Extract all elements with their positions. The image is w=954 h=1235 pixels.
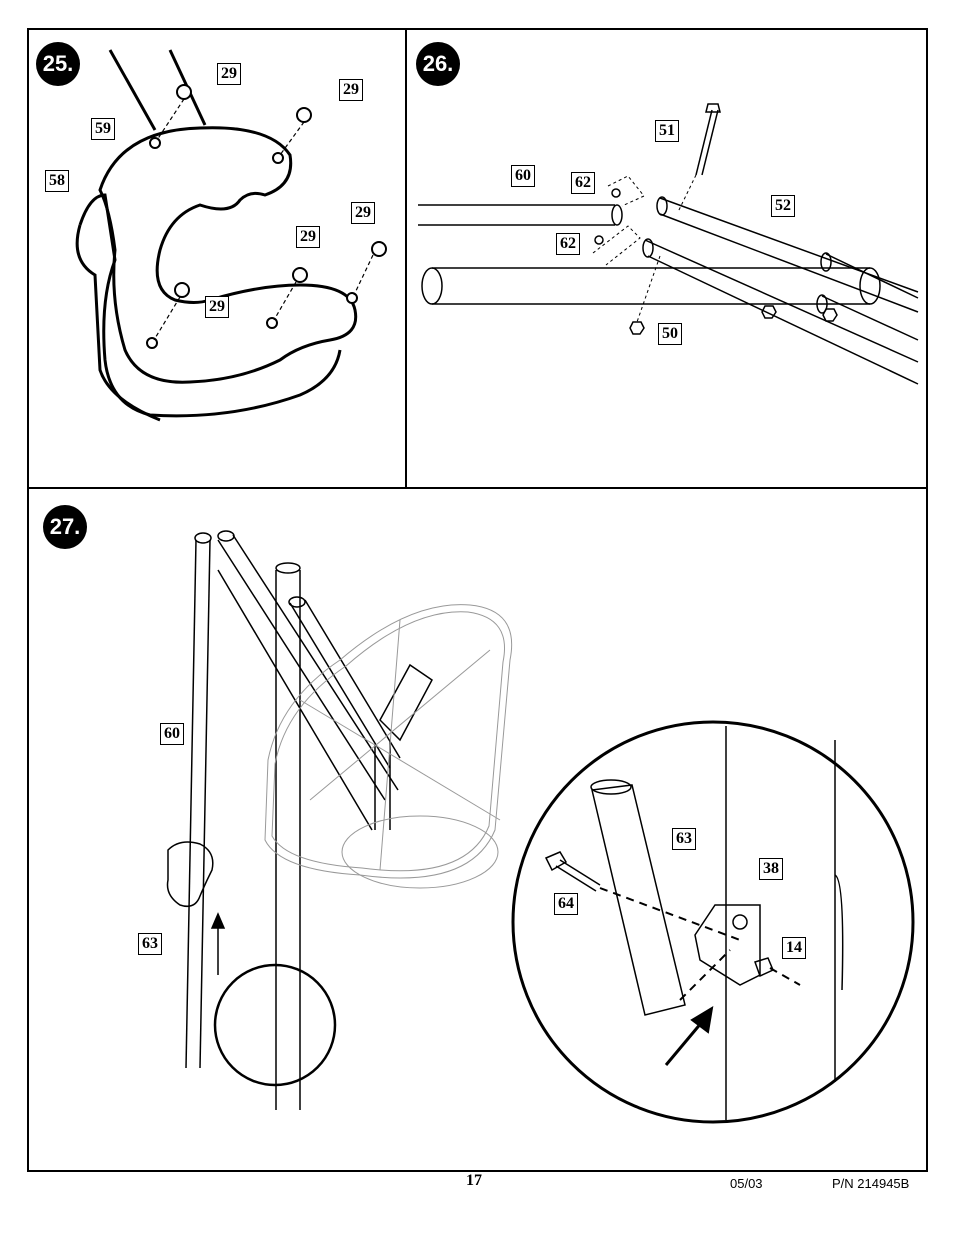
part-label: 59 [91, 118, 115, 140]
part-label: 51 [655, 120, 679, 142]
step-27-backboard [264, 604, 513, 889]
step-26-panel [405, 28, 928, 489]
step-25-dashes [153, 98, 374, 341]
part-label: 63 [138, 933, 162, 955]
part-label: 58 [45, 170, 69, 192]
part-label: 29 [351, 202, 375, 224]
part-label: 38 [759, 858, 783, 880]
step-number-25: 25. [36, 42, 80, 86]
part-label: 29 [205, 296, 229, 318]
part-label: 62 [571, 172, 595, 194]
part-label: 29 [339, 79, 363, 101]
step-25-screws [146, 84, 387, 349]
revision-date: 05/03 [730, 1176, 763, 1191]
part-label: 62 [556, 233, 580, 255]
step-27-drawing [166, 530, 433, 1110]
step-27-detail-dashes [599, 887, 801, 1001]
step-26-drawing [418, 103, 919, 385]
part-label: 29 [296, 226, 320, 248]
part-label: 63 [672, 828, 696, 850]
page-number: 17 [466, 1172, 482, 1189]
part-label: 29 [217, 63, 241, 85]
part-number: P/N 214945B [832, 1176, 910, 1191]
part-label: 60 [160, 723, 184, 745]
part-label: 14 [782, 937, 806, 959]
part-label: 60 [511, 165, 535, 187]
part-label: 64 [554, 893, 578, 915]
step-number-27: 27. [43, 505, 87, 549]
part-label: 50 [658, 323, 682, 345]
step-number-26: 26. [416, 42, 460, 86]
step-26-dashes [592, 174, 697, 323]
step-27-detail [511, 720, 915, 1124]
part-label: 52 [771, 195, 795, 217]
step-27-panel [27, 487, 928, 1172]
